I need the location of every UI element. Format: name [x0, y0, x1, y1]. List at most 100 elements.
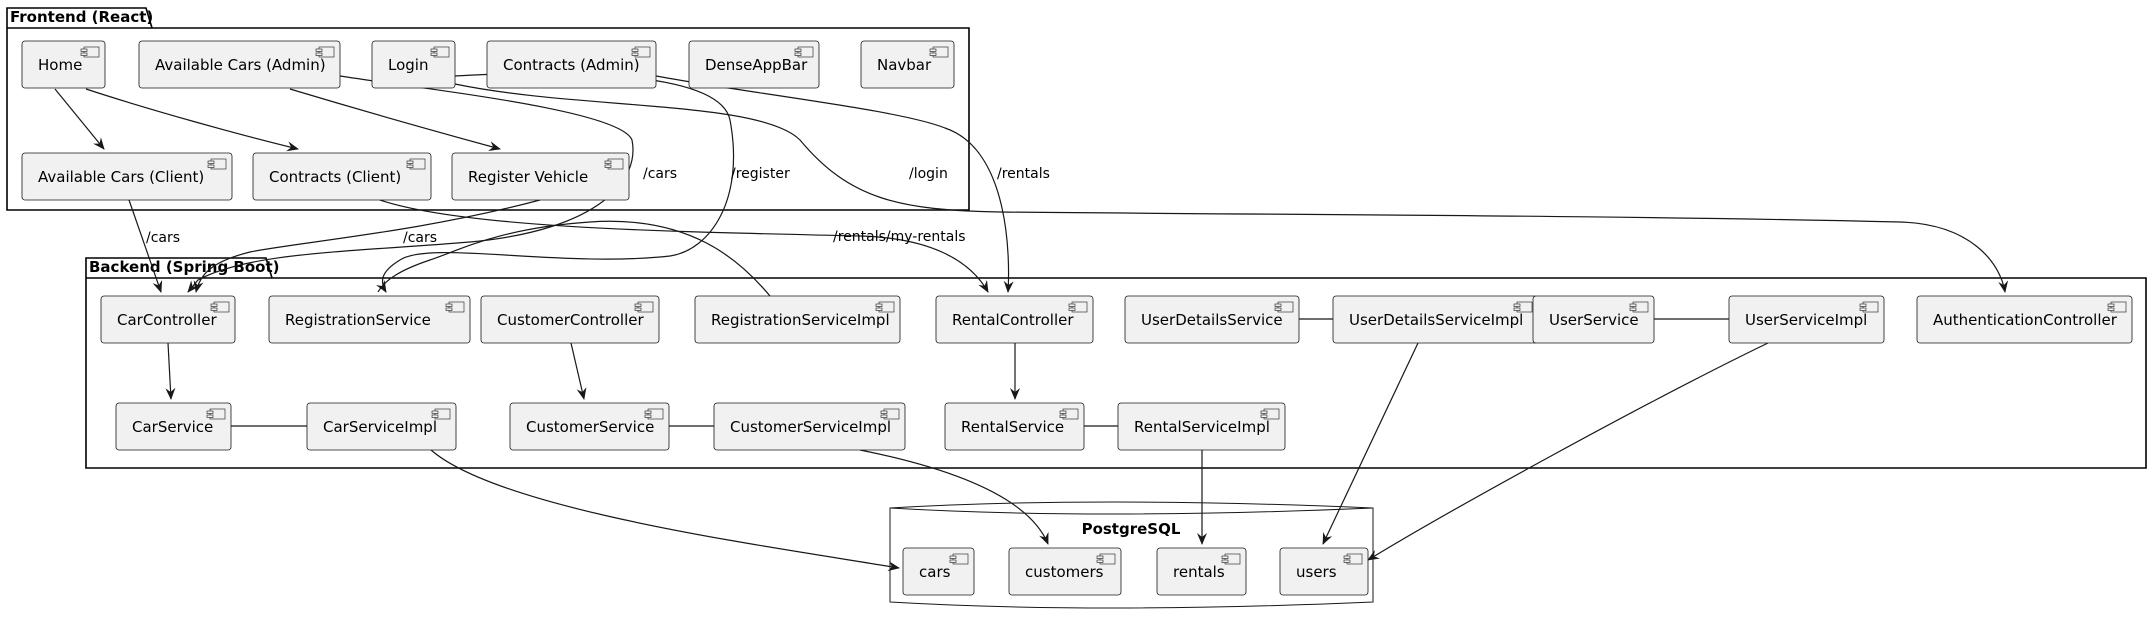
- component-user-service-impl[interactable]: UserServiceImpl: [1728, 295, 1885, 344]
- component-box: [935, 295, 1094, 344]
- component-contracts-client[interactable]: Contracts (Client): [252, 152, 432, 201]
- component-customers[interactable]: customers: [1008, 547, 1122, 596]
- component-icon: [80, 46, 100, 58]
- component-box: [451, 152, 630, 201]
- database-title: PostgreSQL: [1082, 520, 1181, 538]
- component-box: [306, 402, 457, 451]
- component-authentication-controller[interactable]: AuthenticationController: [1916, 295, 2133, 344]
- component-label: rentals: [1173, 563, 1225, 581]
- component-label: Contracts (Admin): [503, 56, 640, 74]
- component-registration-service[interactable]: RegistrationService: [268, 295, 471, 344]
- component-box: [1916, 295, 2133, 344]
- component-label: UserService: [1549, 311, 1639, 329]
- component-label: Register Vehicle: [468, 168, 588, 186]
- component-label: Available Cars (Client): [38, 168, 204, 186]
- component-rentals[interactable]: rentals: [1156, 547, 1247, 596]
- component-registration-service-impl[interactable]: RegistrationServiceImpl: [694, 295, 901, 344]
- component-icon: [2107, 301, 2127, 313]
- component-label: UserDetailsService: [1141, 311, 1283, 329]
- component-label: Available Cars (Admin): [155, 56, 326, 74]
- component-customer-service-impl[interactable]: CustomerServiceImpl: [713, 402, 906, 451]
- component-box: [1117, 402, 1286, 451]
- edge-user-details-impl-to-users: [1322, 342, 1419, 545]
- component-icon: [430, 46, 450, 58]
- component-icon: [1274, 301, 1294, 313]
- component-icon: [1096, 553, 1116, 565]
- edge-home-to-available-cars-client: [54, 88, 105, 150]
- component-box: [1532, 295, 1655, 344]
- component-car-controller[interactable]: CarController: [100, 295, 236, 344]
- component-users[interactable]: users: [1279, 547, 1369, 596]
- edge-label-admin-cars: /cars: [643, 166, 677, 182]
- component-customer-service[interactable]: CustomerService: [509, 402, 670, 451]
- component-rental-controller[interactable]: RentalController: [935, 295, 1094, 344]
- component-login[interactable]: Login: [371, 40, 456, 89]
- component-icon: [604, 158, 624, 170]
- component-label: Navbar: [877, 56, 932, 74]
- component-available-cars-client[interactable]: Available Cars (Client): [21, 152, 233, 201]
- component-label: CarService: [132, 418, 213, 436]
- component-icon: [1059, 408, 1079, 420]
- component-dense-app-bar[interactable]: DenseAppBar: [688, 40, 820, 89]
- component-navbar[interactable]: Navbar: [860, 40, 955, 89]
- component-label: DenseAppBar: [705, 56, 808, 74]
- component-rental-service[interactable]: RentalService: [944, 402, 1085, 451]
- component-label: CarServiceImpl: [323, 418, 437, 436]
- component-user-details-service[interactable]: UserDetailsService: [1124, 295, 1300, 344]
- component-box: [115, 402, 232, 451]
- edge-labels: /cars/cars/cars/register/login/rentals/r…: [146, 166, 1050, 246]
- component-label: CustomerController: [497, 311, 644, 329]
- edge-client-cars-to-car-controller: [128, 199, 163, 293]
- component-box: [509, 402, 670, 451]
- component-user-service[interactable]: UserService: [1532, 295, 1655, 344]
- component-box: [944, 402, 1085, 451]
- component-label: RentalController: [952, 311, 1074, 329]
- component-icon: [1260, 408, 1280, 420]
- edge-admin-cars-to-car-controller: [187, 75, 634, 293]
- component-icon: [1513, 301, 1533, 313]
- edge-contracts-admin-to-rental-controller: [655, 75, 1014, 293]
- backend-package: Backend (Spring Boot): [85, 257, 2147, 469]
- edges: [54, 72, 2009, 572]
- component-label: Login: [388, 56, 428, 74]
- component-label: UserServiceImpl: [1745, 311, 1867, 329]
- edge-contracts-client-to-rental-controller: [379, 199, 989, 293]
- component-label: RentalServiceImpl: [1134, 418, 1270, 436]
- component-label: RegistrationService: [285, 311, 431, 329]
- edge-register-vehicle-to-car-controller: [193, 199, 541, 293]
- edge-home-to-contracts-client: [85, 88, 299, 152]
- component-label: RentalService: [961, 418, 1064, 436]
- component-user-details-service-impl[interactable]: UserDetailsServiceImpl: [1332, 295, 1539, 344]
- component-box: [1728, 295, 1885, 344]
- component-box: [100, 295, 236, 344]
- component-icon: [210, 301, 230, 313]
- component-contracts-admin[interactable]: Contracts (Admin): [486, 40, 657, 89]
- component-cars[interactable]: cars: [902, 547, 975, 596]
- component-box: [138, 40, 341, 89]
- backend-package-title: Backend (Spring Boot): [89, 258, 279, 276]
- component-rental-service-impl[interactable]: RentalServiceImpl: [1117, 402, 1286, 451]
- component-box: [1008, 547, 1122, 596]
- component-icon: [880, 408, 900, 420]
- edge-label-register: /register: [731, 166, 790, 182]
- component-available-cars-admin[interactable]: Available Cars (Admin): [138, 40, 341, 89]
- component-icon: [631, 46, 651, 58]
- component-car-service-impl[interactable]: CarServiceImpl: [306, 402, 457, 451]
- component-home[interactable]: Home: [21, 40, 106, 89]
- component-customer-controller[interactable]: CustomerController: [480, 295, 660, 344]
- edge-user-service-impl-to-users: [1367, 342, 1769, 561]
- edge-label-register-cars: /cars: [403, 230, 437, 246]
- component-label: RegistrationServiceImpl: [711, 311, 890, 329]
- component-register-vehicle[interactable]: Register Vehicle: [451, 152, 630, 201]
- component-label: UserDetailsServiceImpl: [1349, 311, 1523, 329]
- component-label: Home: [38, 56, 82, 74]
- component-box: [688, 40, 820, 89]
- edge-car-service-impl-to-cars: [430, 449, 900, 572]
- component-icon: [206, 408, 226, 420]
- edge-customer-controller-to-customer-service: [570, 342, 587, 400]
- component-label: CarController: [117, 311, 217, 329]
- edge-label-login: /login: [909, 166, 948, 182]
- component-label: customers: [1025, 563, 1104, 581]
- component-car-service[interactable]: CarService: [115, 402, 232, 451]
- component-label: CustomerServiceImpl: [730, 418, 891, 436]
